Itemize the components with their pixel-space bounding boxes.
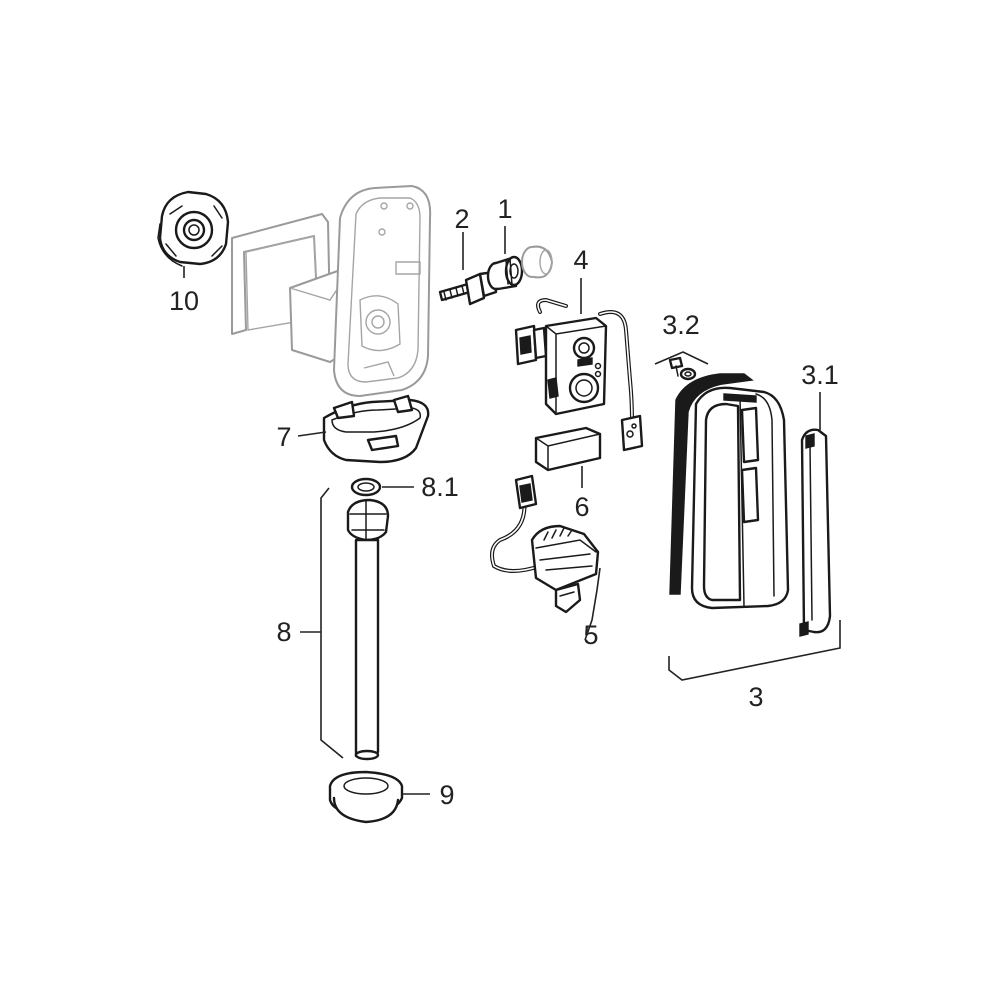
part-7-cap: [322, 394, 430, 464]
part-2-pin: [438, 270, 498, 306]
part-3-cover: [668, 356, 832, 637]
label-part-7: 7: [276, 422, 291, 452]
label-part-5: 5: [583, 620, 598, 650]
label-part-3-1: 3.1: [801, 360, 839, 390]
label-part-3-2: 3.2: [662, 310, 700, 340]
label-part-10: 10: [169, 286, 199, 316]
label-part-2: 2: [454, 204, 469, 234]
ghost-seal: [521, 245, 553, 279]
part-8-pipe: [346, 498, 390, 761]
part-5-solenoid: [490, 474, 600, 614]
part-labels: 1 2 4 10 3.2 3.1 7 8.1 6 5 8 3 9: [169, 194, 839, 810]
part-8-1-washer: [350, 477, 382, 497]
label-part-8-1: 8.1: [421, 472, 459, 502]
part-9-flange: [328, 770, 404, 824]
label-part-1: 1: [497, 194, 512, 224]
part-10-nut: [157, 190, 230, 267]
leader-lines: [183, 226, 841, 795]
part-4-control-module: [514, 297, 644, 452]
label-part-4: 4: [573, 245, 588, 275]
label-part-9: 9: [439, 780, 454, 810]
part-6-battery: [534, 426, 602, 472]
label-part-6: 6: [574, 492, 589, 522]
label-part-8: 8: [276, 617, 291, 647]
part-1-fitting: [486, 255, 524, 291]
housing-ghost: [231, 185, 432, 397]
label-part-3: 3: [748, 682, 763, 712]
